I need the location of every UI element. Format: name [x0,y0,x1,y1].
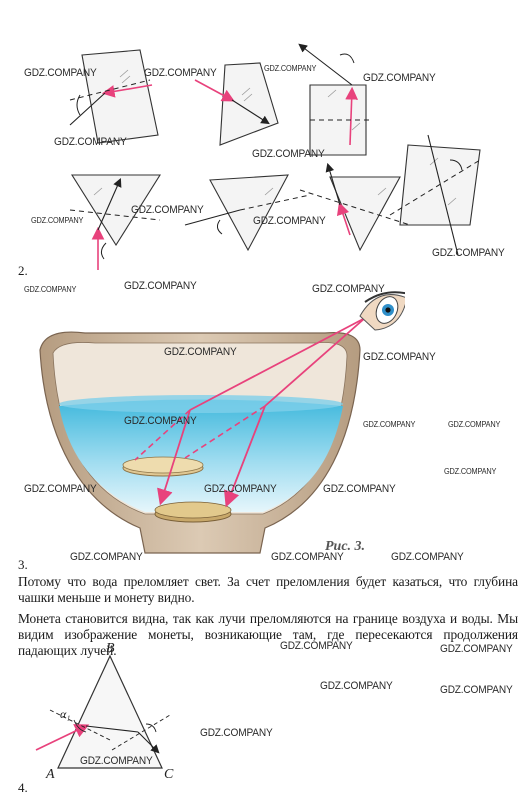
watermark: GDZ.COMPANY [391,551,464,563]
watermark: GDZ.COMPANY [24,67,97,79]
prism-abc [57,654,163,769]
watermark: GDZ.COMPANY [363,72,436,84]
prism-3 [329,176,401,252]
vertex-c-label: C [164,767,174,782]
figure-caption: Рис. 3. [325,539,365,554]
watermark: GDZ.COMPANY [24,285,77,294]
prism-2 [209,174,289,252]
watermark: GDZ.COMPANY [363,351,436,363]
bowl-illustration: Рис. 3. [39,291,405,554]
glass-plate-2 [219,62,279,146]
watermark: GDZ.COMPANY [280,640,353,652]
watermark: GDZ.COMPANY [448,420,501,429]
vertex-a-label: A [45,767,55,782]
watermark: GDZ.COMPANY [31,216,84,225]
problem-number-4: 4. [18,780,28,795]
watermark: GDZ.COMPANY [264,64,317,73]
watermark: GDZ.COMPANY [440,684,513,696]
watermark: GDZ.COMPANY [204,483,277,495]
refraction-sketches [69,43,481,270]
problem-number-2: 2. [18,263,28,278]
watermark: GDZ.COMPANY [124,280,197,292]
watermark: GDZ.COMPANY [54,136,127,148]
watermark: GDZ.COMPANY [320,680,393,692]
watermark: GDZ.COMPANY [363,420,416,429]
watermark: GDZ.COMPANY [444,467,497,476]
glass-plate-1 [81,49,159,144]
angle-label: α₁ [60,707,70,721]
watermark: GDZ.COMPANY [312,283,385,295]
watermark: GDZ.COMPANY [131,204,204,216]
watermark: GDZ.COMPANY [440,643,513,655]
watermark: GDZ.COMPANY [253,215,326,227]
watermark: GDZ.COMPANY [70,551,143,563]
watermark: GDZ.COMPANY [164,346,237,358]
watermark: GDZ.COMPANY [124,415,197,427]
watermark: GDZ.COMPANY [144,67,217,79]
watermark: GDZ.COMPANY [24,483,97,495]
problem-number-3: 3. [18,557,28,572]
water [59,399,343,512]
watermark: GDZ.COMPANY [432,247,505,259]
answer-paragraph-2: Монета становится видна, так как лучи пр… [18,611,518,658]
watermark: GDZ.COMPANY [271,551,344,563]
watermark: GDZ.COMPANY [323,483,396,495]
watermark: GDZ.COMPANY [200,727,273,739]
vertex-b-label: B [106,641,115,656]
watermark: GDZ.COMPANY [80,755,153,767]
prism-1 [71,174,161,247]
eye-icon [359,291,405,331]
prism-diagram: B A C α₁ [35,641,174,782]
watermark: GDZ.COMPANY [252,148,325,160]
answer-paragraph-1: Потому что вода преломляет свет. За счет… [18,574,518,605]
